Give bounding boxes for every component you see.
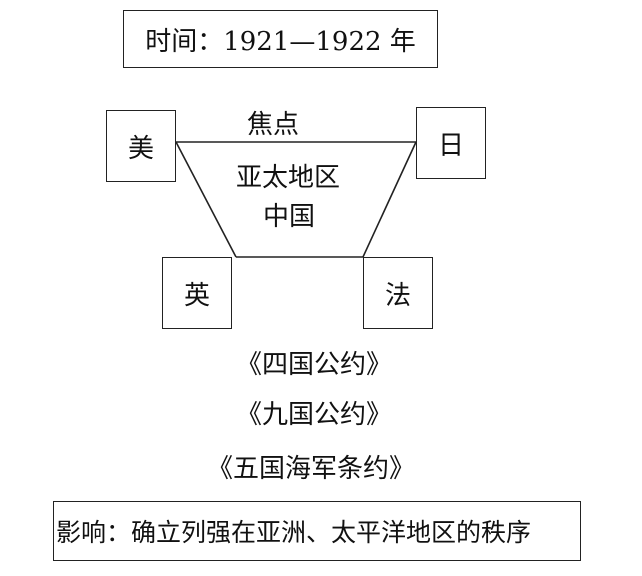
focus-label: 焦点 <box>247 110 300 140</box>
country-box-fr: 法 <box>363 257 433 329</box>
right-edge <box>362 141 417 258</box>
treaty-five-power-naval: 《五国海军条约》 <box>206 454 415 484</box>
country-label-jp: 日 <box>437 130 464 161</box>
time-text: 时间：1921—1922 年 <box>145 26 416 57</box>
time-box: 时间：1921—1922 年 <box>123 10 438 68</box>
treaty-nine-power: 《九国公约》 <box>235 400 392 430</box>
impact-text: 影响：确立列强在亚洲、太平洋地区的秩序 <box>56 518 532 547</box>
china-label: 中国 <box>263 202 316 232</box>
country-label-fr: 法 <box>384 280 411 311</box>
country-label-uk: 英 <box>183 280 210 311</box>
country-box-jp: 日 <box>416 107 486 179</box>
country-box-uk: 英 <box>162 257 232 329</box>
region-label: 亚太地区 <box>236 163 341 193</box>
left-edge <box>175 141 237 258</box>
treaty-four-power: 《四国公约》 <box>235 350 392 380</box>
country-label-us: 美 <box>127 133 154 164</box>
country-box-us: 美 <box>106 110 176 182</box>
impact-box: 影响：确立列强在亚洲、太平洋地区的秩序 <box>53 501 581 561</box>
